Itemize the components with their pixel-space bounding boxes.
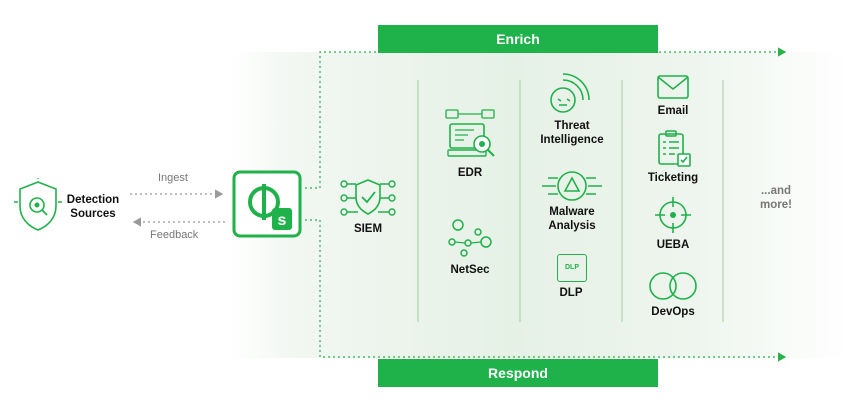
detection-shield-icon xyxy=(14,178,62,231)
devops-icon xyxy=(649,272,697,300)
more-line1: ...and xyxy=(760,185,792,197)
malware-line2: Analysis xyxy=(548,220,596,232)
ueba-icon xyxy=(655,197,691,233)
and-more-label: ...and more! xyxy=(748,184,804,212)
dlp-label: DLP xyxy=(559,287,583,299)
malware-analysis-label: Malware Analysis xyxy=(532,205,612,233)
malware-analysis-icon xyxy=(542,171,602,201)
ticketing-icon xyxy=(658,130,691,167)
email-icon xyxy=(657,75,689,99)
feedback-label: Feedback xyxy=(150,229,199,241)
dlp-icon: DLP xyxy=(557,254,587,282)
edr-label: EDR xyxy=(457,167,483,179)
respond-line xyxy=(305,219,787,362)
enrich-bar: Enrich xyxy=(378,25,658,53)
threat-intelligence-label: Threat Intelligence xyxy=(532,119,612,147)
netsec-label: NetSec xyxy=(450,264,490,276)
threat-line1: Threat xyxy=(554,120,590,132)
threat-intelligence-icon xyxy=(550,73,590,113)
integration-panel xyxy=(230,52,850,358)
siem-icon xyxy=(340,179,396,216)
detection-line2: Sources xyxy=(70,208,116,220)
ingest-label: Ingest xyxy=(158,172,188,184)
ueba-label: UEBA xyxy=(656,239,690,251)
detection-sources-label: Detection Sources xyxy=(60,193,126,221)
logo-letter: s xyxy=(278,212,287,229)
threat-line2: Intelligence xyxy=(540,134,604,146)
siem-label: SIEM xyxy=(353,223,383,235)
malware-line1: Malware xyxy=(549,206,595,218)
detection-line1: Detection xyxy=(66,194,120,206)
respond-bar: Respond xyxy=(378,359,658,387)
ticketing-label: Ticketing xyxy=(647,172,699,184)
edr-icon xyxy=(445,109,495,157)
devops-label: DevOps xyxy=(651,306,695,318)
netsec-icon xyxy=(448,219,492,257)
email-label: Email xyxy=(657,105,689,117)
more-line2: more! xyxy=(760,199,792,211)
torq-logo-icon: s xyxy=(232,170,302,238)
